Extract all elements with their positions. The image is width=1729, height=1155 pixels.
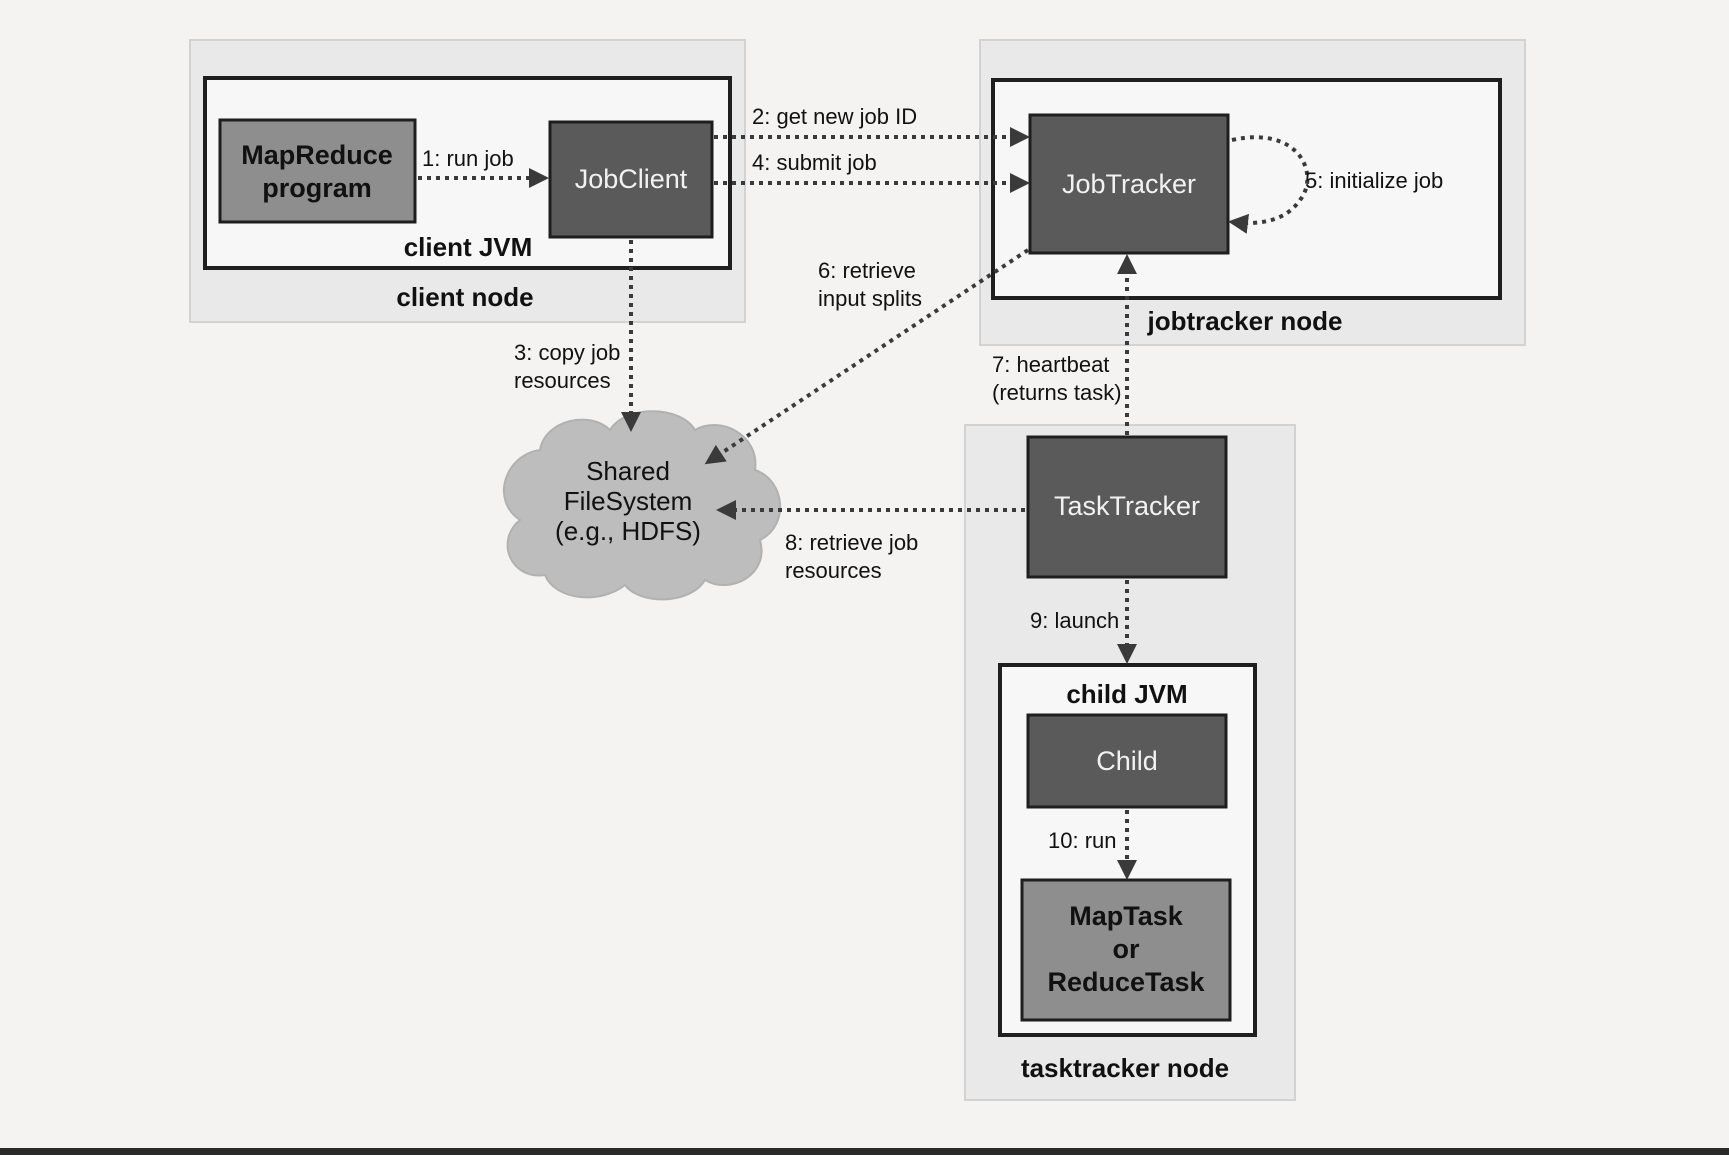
child-box [1026, 713, 1228, 809]
maptask-line-1: MapTask [1069, 901, 1184, 931]
jobclient-label: JobClient [575, 164, 688, 194]
child-jvm-label: child JVM [1066, 679, 1187, 709]
shared-fs-line-2: FileSystem [564, 486, 693, 516]
client-node-label: client node [396, 282, 533, 312]
label-retrieve-resources-1: 8: retrieve job [785, 530, 918, 555]
label-retrieve-splits-1: 6: retrieve [818, 258, 916, 283]
label-run-job: 1: run job [422, 146, 514, 171]
label-retrieve-splits-2: input splits [818, 286, 922, 311]
label-copy-resources-2: resources [514, 368, 611, 393]
jobtracker-label: JobTracker [1062, 169, 1196, 199]
label-heartbeat-2: (returns task) [992, 380, 1122, 405]
label-run: 10: run [1048, 828, 1117, 853]
maptask-line-3: ReduceTask [1047, 967, 1205, 997]
label-launch: 9: launch [1030, 608, 1119, 633]
tasktracker-label: TaskTracker [1054, 491, 1200, 521]
maptask-box [1020, 878, 1232, 1022]
shared-fs-line-1: Shared [586, 456, 670, 486]
label-submit-job: 4: submit job [752, 150, 877, 175]
mapreduce-program-box [218, 118, 417, 224]
child-label: Child [1096, 746, 1158, 776]
label-retrieve-resources-2: resources [785, 558, 882, 583]
jobclient-box [548, 120, 714, 239]
jobtracker-node-label: jobtracker node [1146, 306, 1342, 336]
label-get-job-id: 2: get new job ID [752, 104, 917, 129]
label-copy-resources-1: 3: copy job [514, 340, 620, 365]
mapreduce-program-line-1: MapReduce [241, 140, 393, 170]
page-bottom-edge [0, 1148, 1729, 1155]
tasktracker-node-label: tasktracker node [1021, 1053, 1229, 1083]
jobtracker-box [1028, 113, 1230, 255]
maptask-line-2: or [1113, 934, 1140, 964]
mapreduce-program-line-2: program [262, 173, 372, 203]
label-heartbeat-1: 7: heartbeat [992, 352, 1109, 377]
shared-fs-line-3: (e.g., HDFS) [555, 516, 701, 546]
client-jvm-label: client JVM [404, 232, 533, 262]
arrow-retrieve-splits [704, 248, 1030, 465]
label-initialize-job: 5: initialize job [1305, 168, 1443, 193]
tasktracker-box [1026, 435, 1228, 579]
